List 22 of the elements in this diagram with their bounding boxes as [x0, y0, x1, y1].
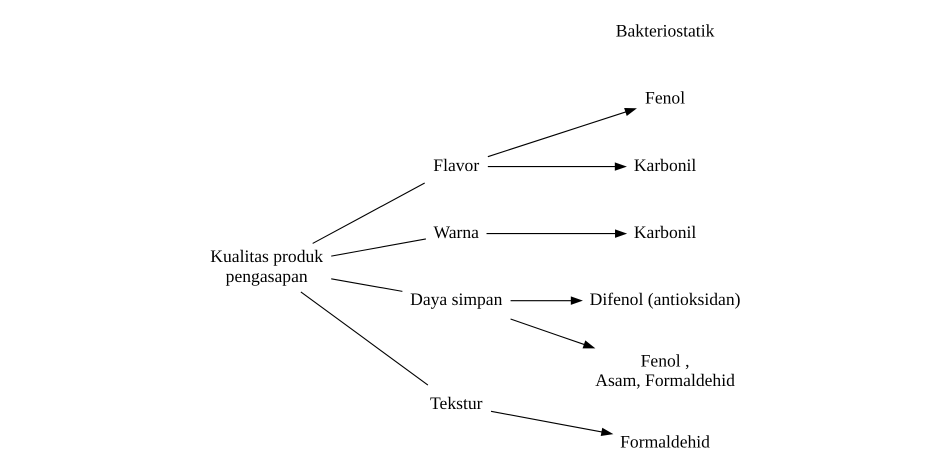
node-text: Warna: [434, 222, 479, 242]
arrow: [510, 296, 583, 305]
node-text: Karbonil: [634, 222, 696, 242]
node-text: Tekstur: [430, 393, 482, 414]
arrow: [488, 108, 637, 158]
connector: [300, 291, 428, 386]
node-text: Karbonil: [634, 154, 696, 175]
connector: [312, 182, 425, 244]
node-text: Kualitas produk pengasapan: [210, 246, 324, 286]
arrow: [490, 410, 614, 436]
node-text: Daya simpan: [410, 288, 502, 309]
label: Bakteriostatik: [616, 20, 714, 41]
node-text: Flavor: [433, 154, 480, 175]
node-text: Formaldehid: [620, 432, 710, 452]
node-text: Difenol (antioksidan): [590, 288, 740, 309]
node-text: Fenol , Asam, Formaldehid: [595, 350, 735, 390]
arrow: [486, 229, 628, 238]
arrow: [488, 162, 627, 171]
connector: [331, 278, 402, 292]
arrow: [510, 318, 596, 348]
connector: [331, 238, 426, 257]
node-text: Fenol: [645, 88, 686, 108]
